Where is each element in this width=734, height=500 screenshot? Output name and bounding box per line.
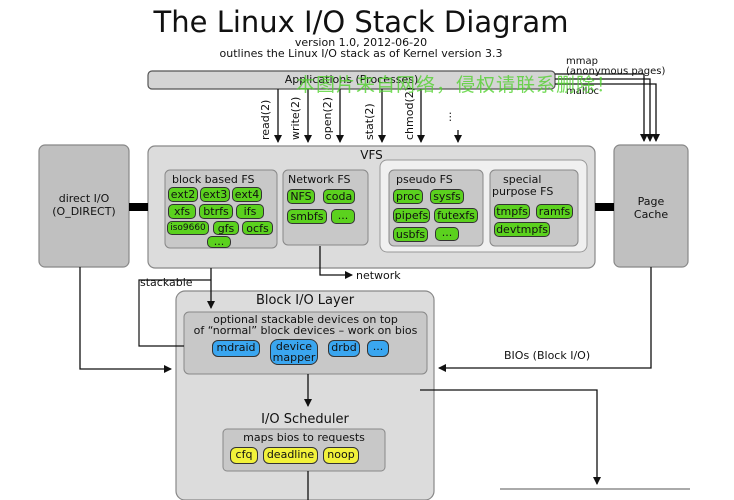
fs-ext2: ext2 <box>168 187 198 202</box>
applications-label: Applications (Processes) <box>284 73 419 86</box>
special-fs-label-1: special <box>503 173 542 186</box>
sched-cfq: cfq <box>230 447 258 464</box>
fs-ifs: ifs <box>236 204 264 219</box>
fs-xfs: xfs <box>168 204 196 219</box>
bios-label: BIOs (Block I/O) <box>504 349 591 362</box>
sched-deadline: deadline <box>263 447 318 464</box>
fs-devtmpfs: devtmpfs <box>494 222 550 237</box>
scheduler-label: I/O Scheduler <box>261 412 349 427</box>
sched-noop: noop <box>323 447 359 464</box>
fs-futexfs: futexfs <box>434 208 478 223</box>
mmap-label: mmap <box>566 56 598 67</box>
direct-io-flag: (O_DIRECT) <box>52 205 116 218</box>
outline-line: outlines the Linux I/O stack as of Kerne… <box>219 47 503 60</box>
fs-pipefs: pipefs <box>393 208 430 223</box>
scheduler-desc: maps bios to requests <box>243 431 365 444</box>
direct-io-connector <box>129 203 148 211</box>
watermark: 本图片来自网络，侵权请联系删除！ <box>296 74 617 96</box>
syscall-more: ... <box>441 111 454 123</box>
stackable-label: stackable <box>140 276 193 289</box>
fs-ext3: ext3 <box>200 187 230 202</box>
fs-btrfs: btrfs <box>199 204 233 219</box>
network-fs-box <box>282 169 369 246</box>
fs-sysfs: sysfs <box>430 189 464 204</box>
special-fs-label-2: purpose FS <box>492 185 554 198</box>
stack-desc-2: of “normal” block devices – work on bios <box>193 324 418 337</box>
page-cache-label-2: Cache <box>633 208 669 221</box>
pseudo-fs-more: ... <box>435 227 459 241</box>
malloc-label: malloc <box>566 86 600 97</box>
fs-ramfs: ramfs <box>536 204 573 219</box>
syscall-read: read(2) <box>259 99 272 140</box>
vfs-label: VFS <box>360 148 383 162</box>
anon-pages-label: (anonymous pages) <box>566 66 666 77</box>
dev-drbd: drbd <box>328 340 360 357</box>
syscall-write: write(2) <box>289 96 302 140</box>
dev-mdraid: mdraid <box>212 340 260 357</box>
fs-gfs: gfs <box>213 221 239 235</box>
stack-desc-1: optional stackable devices on top <box>213 313 398 326</box>
dev-more: ... <box>367 340 389 357</box>
fs-ocfs: ocfs <box>242 221 273 235</box>
fs-proc: proc <box>393 189 423 204</box>
fs-smbfs: smbfs <box>287 209 327 224</box>
block-io-label: Block I/O Layer <box>255 293 355 308</box>
syscall-stat: stat(2) <box>363 103 376 140</box>
pseudo-fs-label: pseudo FS <box>396 173 453 186</box>
fs-ext4: ext4 <box>232 187 262 202</box>
block-fs-label: block based FS <box>172 173 255 186</box>
network-label: network <box>356 269 401 282</box>
page-cache-label-1: Page <box>637 195 665 208</box>
network-fs-more: ... <box>331 209 355 224</box>
dev-device-mapper: device mapper <box>270 339 318 365</box>
fs-tmpfs: tmpfs <box>494 204 530 219</box>
diagram-title: The Linux I/O Stack Diagram <box>153 5 569 39</box>
page-cache-connector <box>595 203 614 211</box>
fs-iso9660: iso9660 <box>167 221 209 235</box>
applications-bar <box>147 70 556 90</box>
fs-usbfs: usbfs <box>393 227 428 242</box>
direct-io-label: direct I/O <box>58 192 110 205</box>
version-line: version 1.0, 2012-06-20 <box>294 36 428 49</box>
fs-more: ... <box>207 236 231 248</box>
fs-nfs: NFS <box>287 189 315 204</box>
fs-coda: coda <box>323 189 355 204</box>
syscall-open: open(2) <box>321 96 334 140</box>
network-fs-label: Network FS <box>288 173 351 186</box>
